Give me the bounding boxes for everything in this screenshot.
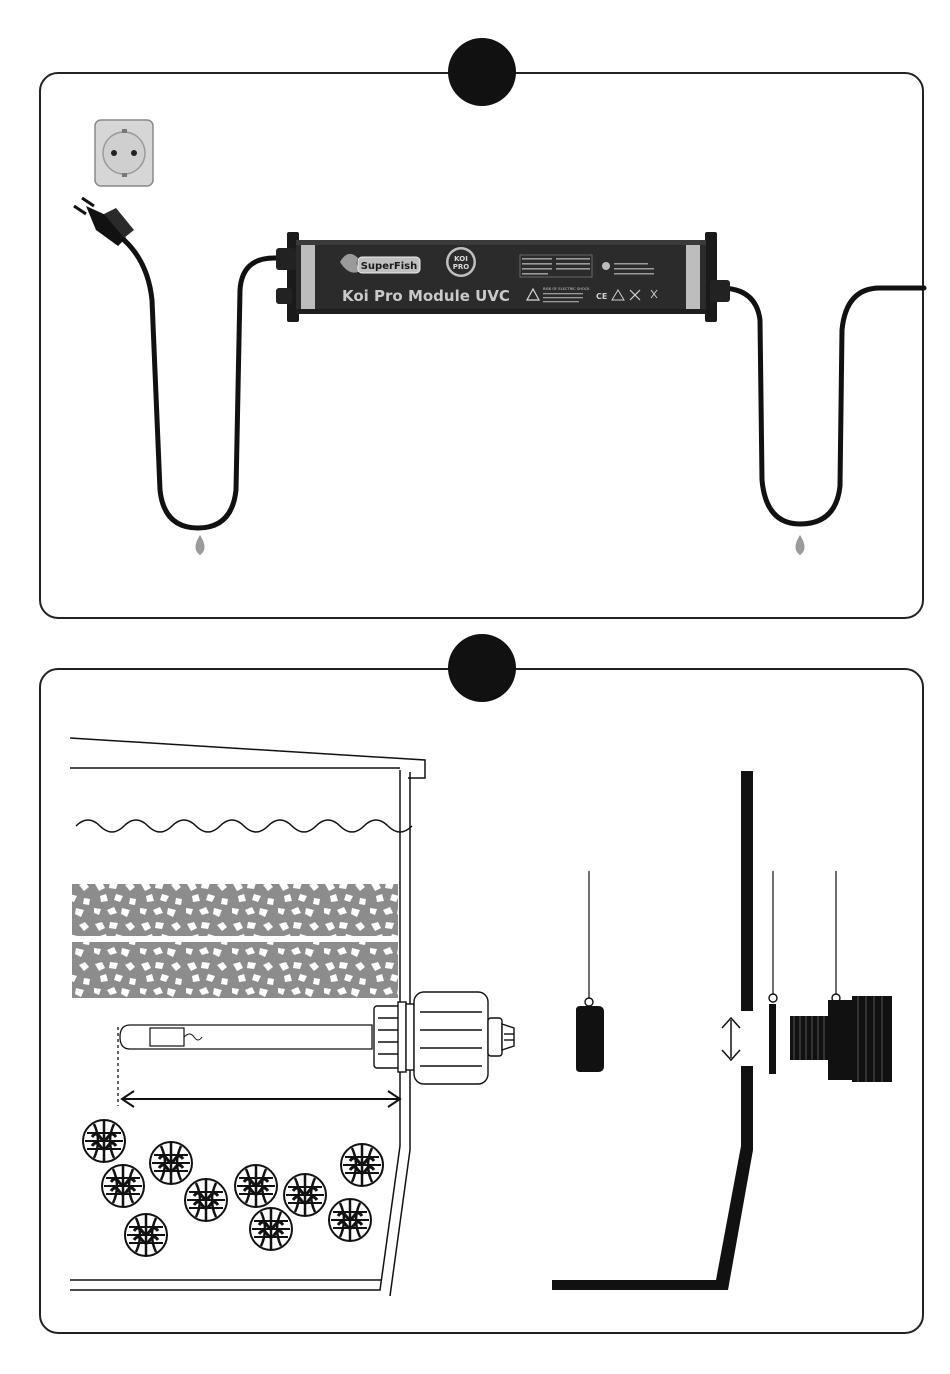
- threaded-fitting: [790, 871, 892, 1082]
- filter-media-upper: [72, 884, 398, 936]
- product-name: Koi Pro Module UVC: [342, 287, 510, 305]
- water-drop-icon: [196, 535, 205, 555]
- left-cable-drip-loop: [124, 240, 286, 528]
- step-1-marker: [448, 38, 516, 106]
- brand-label: SuperFish: [361, 261, 418, 272]
- uvc-module: SuperFish KOI PRO Koi Pro Module UVC RIS…: [276, 232, 730, 322]
- koi-badge-line2: PRO: [453, 263, 470, 271]
- koi-badge-line1: KOI: [454, 255, 468, 263]
- wall-fitting: [374, 992, 514, 1084]
- company-logo-icon: [602, 262, 610, 270]
- bio-balls: [83, 1120, 383, 1256]
- water-surface: [76, 820, 412, 832]
- right-cable-drip-loop: [720, 288, 924, 524]
- step-1-panel: [40, 73, 923, 618]
- lamp-length-arrow: [122, 1091, 400, 1107]
- wall-thickness-arrow: [722, 1018, 740, 1060]
- lock-nut: [576, 871, 604, 1072]
- rubber-seal: [769, 871, 777, 1074]
- wall-socket: [95, 120, 153, 186]
- warning-title: RISK OF ELECTRIC SHOCK: [543, 287, 590, 291]
- water-drop-icon: [796, 535, 805, 555]
- step-2-marker: [448, 634, 516, 702]
- filter-media-lower: [72, 942, 398, 998]
- filter-tank: [70, 738, 425, 1296]
- uvc-lamp: [118, 1025, 372, 1106]
- ce-mark: CE: [596, 292, 607, 301]
